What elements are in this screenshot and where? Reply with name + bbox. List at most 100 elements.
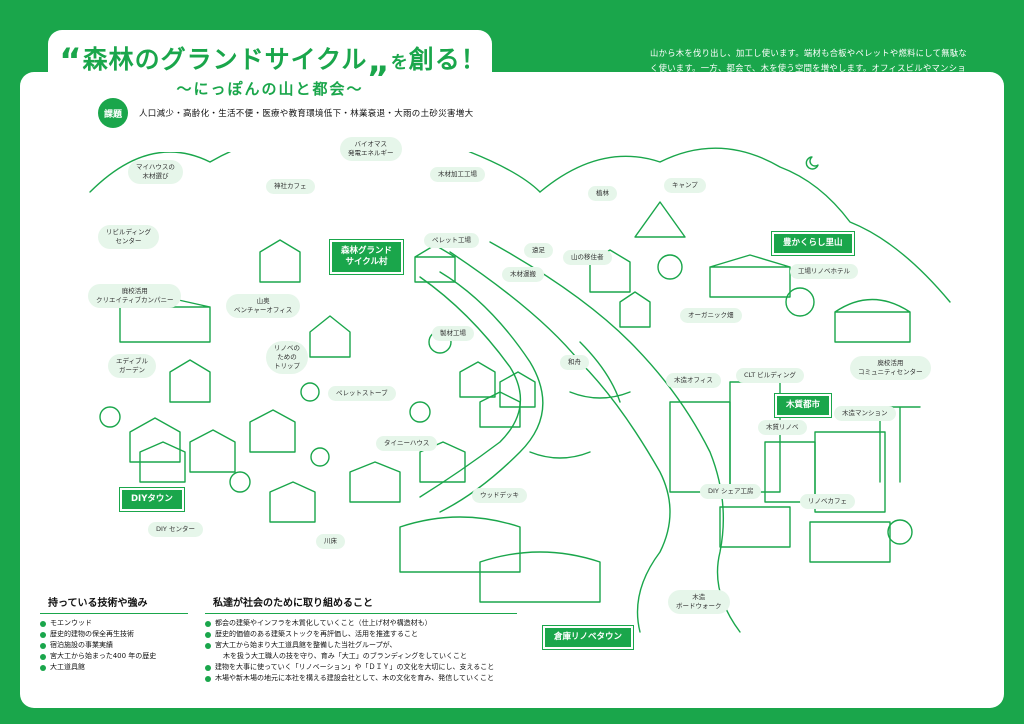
river-bank-a: [449, 251, 671, 633]
label-riverbed: 川床: [316, 534, 345, 549]
house-4: [169, 359, 211, 403]
boat-1: [569, 391, 631, 399]
tag-diy-town: DIYタウン: [119, 487, 185, 512]
boat-2: [529, 451, 591, 459]
tree-2: [310, 447, 330, 467]
label-mountain-resident: 山の移住者: [563, 250, 612, 265]
page-title: “森林のグランドサイクル„を創る！: [58, 40, 488, 81]
forest-city-illustration: [89, 128, 951, 633]
house-6: [189, 429, 236, 473]
strength-item: 歴史的建物の保全再生技術: [40, 629, 188, 640]
tree-1: [99, 406, 121, 428]
diy-house-4: [269, 481, 316, 523]
label-wood-deck: ウッドデッキ: [472, 488, 527, 503]
office-tower: [669, 401, 731, 493]
label-wood-renov: 木質リノベ: [758, 420, 807, 435]
strengths-section: 持っている技術や強み モエンウッド 歴史的建物の保全再生技術 宿泊施設の事業実績…: [40, 594, 188, 694]
diy-house-3: [419, 441, 466, 483]
river-bank-b: [489, 241, 741, 633]
house-7: [249, 409, 296, 453]
label-wood-office: 木造オフィス: [666, 373, 721, 388]
label-renov-trip: リノベの ための トリップ: [266, 341, 308, 374]
action-item: 宮大工から始まり大工道具館を整備した当社グループが、: [205, 640, 517, 651]
house-9: [459, 361, 496, 398]
tag-warehouse: 倉庫リノベタウン: [541, 625, 635, 650]
house-2: [414, 244, 456, 283]
label-renov-cafe: リノベカフェ: [800, 494, 855, 509]
diy-house-1: [139, 441, 186, 483]
title-verb: 創る！: [408, 45, 487, 74]
actions-section: 私達が社会のために取り組めること 都会の建築やインフラを木質化していくこと（仕上…: [205, 594, 517, 694]
tree-5: [657, 254, 683, 280]
label-rebuilding: リビルディング センター: [98, 225, 160, 249]
tag-satoyama: 豊かくらし里山: [771, 231, 855, 256]
label-camp: キャンプ: [664, 178, 706, 193]
renov-building: [764, 441, 816, 503]
label-edible: エディブル ガーデン: [108, 354, 157, 378]
title-main: 森林のグランドサイクル: [82, 45, 368, 74]
label-diy-share: DIY シェア工房: [700, 484, 762, 499]
tent: [634, 201, 686, 238]
label-shrine-cafe: 神社カフェ: [266, 179, 315, 194]
warehouse-2: [479, 551, 601, 603]
house-5: [129, 417, 181, 463]
label-venture-office: 山奥 ベンチャーオフィス: [226, 294, 301, 318]
title-open-quote: “: [59, 41, 83, 81]
issue-text: 人口減少・高齢化・生活不便・医療や教育環境低下・林業衰退・大雨の土砂災害増大: [139, 109, 474, 119]
house-1: [259, 239, 301, 283]
road-a: [439, 271, 544, 513]
house-11: [479, 391, 521, 428]
label-organic: オーガニック畑: [680, 308, 742, 323]
house-10: [499, 371, 536, 408]
strength-item: 宮大工から始まった400 年の歴史: [40, 651, 188, 662]
crescent-moon: [805, 156, 819, 170]
title-particle: を: [390, 53, 409, 73]
road-c: [579, 341, 621, 403]
strengths-heading: 持っている技術や強み: [48, 598, 148, 609]
label-forestation: 植林: [588, 186, 617, 201]
label-factory-hotel: 工場リノベホテル: [790, 264, 858, 279]
label-lumber-transport: 木材運搬: [502, 267, 544, 282]
clt-building: [729, 381, 781, 493]
label-pellet-factory: ペレット工場: [424, 233, 479, 248]
action-item: 歴史的価値のある建築ストックを再評価し、活用を推進すること: [205, 629, 517, 640]
action-item: 木場や新木場の地元に本社を構える建設会社として、木の文化を育み、発信していくこと: [205, 673, 517, 684]
wood-mansion: [814, 431, 886, 513]
share-workshop: [719, 506, 791, 548]
label-plywood: 製材工場: [432, 326, 474, 341]
label-boardwalk: 木造 ボードウォーク: [668, 590, 730, 614]
community-center: [834, 298, 911, 343]
actions-divider: [205, 613, 517, 614]
action-item: 都会の建築やインフラを木質化していくこと（仕上げ材や構造材も）: [205, 618, 517, 629]
strengths-divider: [40, 613, 188, 614]
diy-house-2: [349, 461, 401, 503]
tree-4: [229, 471, 251, 493]
label-diy-center: DIY センター: [148, 522, 203, 537]
label-school-creative: 廃校活用 クリエイティブカンパニー: [88, 284, 182, 308]
label-school-community: 廃校活用 コミュニティセンター: [850, 356, 931, 380]
renov-cafe: [809, 521, 891, 563]
tree-9: [887, 519, 913, 545]
tag-wood-city: 木質都市: [773, 393, 833, 418]
tree-3: [300, 382, 320, 402]
road-b: [419, 276, 522, 498]
title-box: [48, 30, 492, 152]
label-my-house: マイハウスの 木材選び: [128, 160, 183, 184]
label-lumber-factory: 木材加工工場: [430, 167, 485, 182]
tree-6: [785, 287, 815, 317]
label-tiny-house: タイニーハウス: [376, 436, 438, 451]
strength-item: 大工道具館: [40, 662, 188, 673]
label-wood-mansion: 木造マンション: [834, 406, 896, 421]
issue-badge: 課題: [98, 98, 128, 128]
actions-heading: 私達が社会のために取り組めること: [213, 598, 373, 609]
house-13: [619, 291, 651, 328]
mountain-ridge-right: [539, 147, 951, 303]
hotel-building: [709, 254, 791, 298]
house-8: [309, 315, 351, 358]
label-biomass: バイオマス 発電エネルギー: [340, 137, 402, 161]
action-item: 建物を大事に使っていく「リノベーション」や「ＤＩＹ」の文化を大切にし、支えること: [205, 662, 517, 673]
label-pellet-stove: ペレットストーブ: [328, 386, 396, 401]
warehouse-1: [399, 516, 521, 573]
label-clt: CLT ビルディング: [736, 368, 804, 383]
intro-paragraph: 山から木を伐り出し、加工し使います。端材も合板やペレットや燃料にして無駄なく使い…: [650, 48, 969, 135]
